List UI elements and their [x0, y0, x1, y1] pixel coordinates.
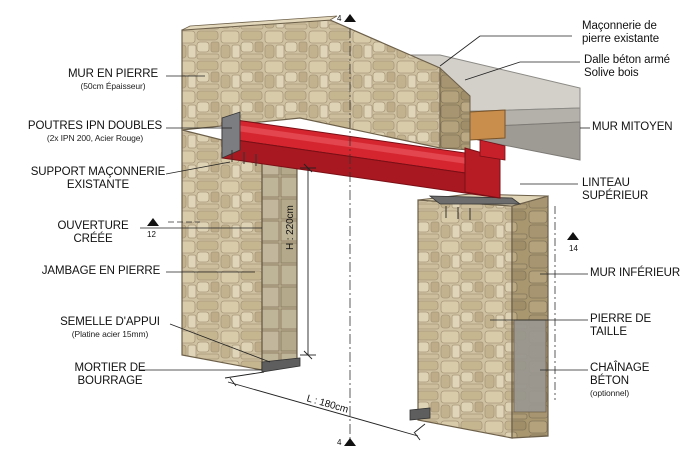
label-chainage-sub: (optionnel)	[590, 388, 630, 398]
steel-ipn-beams	[221, 111, 506, 199]
label-ouverture-creee: OUVERTURE CRÉÉE	[38, 220, 148, 246]
label-mortier: MORTIER DE BOURRAGE	[70, 362, 150, 388]
label-linteau-superieur: LINTEAU SUPÉRIEUR	[582, 177, 698, 203]
label-maconnerie-line2: pierre existante	[582, 33, 660, 45]
label-dalle-beton: Dalle béton armé Solive bois	[584, 54, 694, 80]
anchor-bolts	[231, 150, 471, 220]
label-ouverture-title: OUVERTURE CRÉÉE	[57, 220, 129, 245]
label-mur-en-pierre-title: MUR EN PIERRE	[67, 68, 159, 80]
label-jambage-title: JAMBAGE EN PIERRE	[41, 265, 161, 277]
label-mur-mitoyen-title: MUR MITOYEN	[592, 121, 673, 133]
right-stone-wall	[417, 193, 549, 439]
label-chainage-beton: CHAÎNAGE BÉTON (optionnel)	[590, 362, 690, 398]
label-mortier-line2: BOURRAGE	[77, 375, 143, 387]
label-dalle-line1: Dalle béton armé	[584, 54, 670, 66]
section-marker-left: 12	[147, 230, 156, 239]
section-marker-right: 14	[569, 244, 578, 253]
label-support-line1: SUPPORT MAÇONNERIE	[30, 166, 166, 178]
label-linteau-title: LINTEAU SUPÉRIEUR	[582, 177, 649, 202]
label-pierre-de-taille: PIERRE DE TAILLE	[590, 313, 690, 339]
label-support-line2: EXISTANTE	[66, 179, 130, 191]
label-semelle: SEMELLE D'APPUI (Platine acier 15mm)	[50, 316, 170, 339]
section-marker-top: 4	[337, 14, 342, 23]
height-dimension-text: H : 220cm	[285, 205, 296, 250]
axis-lines	[168, 28, 556, 440]
leader-lines-right	[439, 35, 590, 371]
label-poutres-ipn-title: POUTRES IPN DOUBLES	[27, 120, 163, 132]
label-semelle-title: SEMELLE D'APPUI	[60, 316, 160, 328]
label-jambage: JAMBAGE EN PIERRE	[36, 265, 166, 278]
label-poutres-ipn-sub: (2x IPN 200, Acier Rouge)	[46, 133, 144, 143]
label-mur-en-pierre-sub: (50cm Épaisseur)	[80, 81, 146, 91]
label-mortier-line1: MORTIER DE	[74, 362, 146, 374]
label-mur-inferieur-title: MUR INFÉRIEUR	[590, 267, 681, 279]
label-pierre-taille-title: PIERRE DE TAILLE	[590, 313, 652, 338]
label-maconnerie-line1: Maçonnerie de	[582, 20, 657, 32]
label-mur-inferieur: MUR INFÉRIEUR	[590, 267, 690, 280]
label-dalle-line2: Solive bois	[584, 67, 639, 79]
left-stone-jamb	[181, 129, 298, 371]
wooden-joist	[469, 109, 506, 141]
section-marker-bottom: 4	[337, 438, 342, 447]
label-support-maconnerie: SUPPORT MAÇONNERIE EXISTANTE	[28, 166, 168, 192]
label-mur-en-pierre: MUR EN PIERRE (50cm Épaisseur)	[58, 68, 168, 91]
label-poutres-ipn: POUTRES IPN DOUBLES (2x IPN 200, Acier R…	[22, 120, 168, 143]
height-dimension-line	[300, 163, 316, 360]
length-dimension-line	[224, 371, 426, 441]
label-chainage-title: CHAÎNAGE BÉTON	[590, 362, 650, 387]
label-maconnerie-existante: Maçonnerie de pierre existante	[582, 20, 692, 46]
bearing-plates	[261, 195, 522, 421]
leader-lines-left	[140, 75, 271, 371]
label-semelle-sub: (Platine acier 15mm)	[71, 329, 149, 339]
label-mur-mitoyen: MUR MITOYEN	[592, 121, 692, 134]
section-markers	[147, 14, 579, 446]
